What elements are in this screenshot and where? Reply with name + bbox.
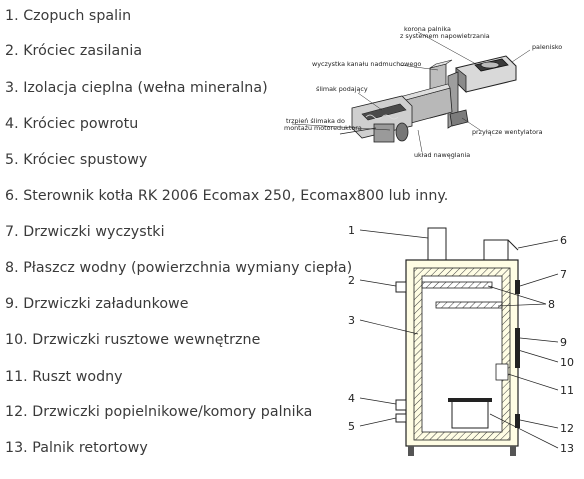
legend-item: 9. Drzwiczki załadunkowe xyxy=(5,296,189,312)
flue-outlet xyxy=(427,227,447,261)
burner-illustration: korona palnika z systemem napowietrzania… xyxy=(284,25,562,159)
callout-number: 13 xyxy=(560,442,574,455)
legend-item: 10. Drzwiczki rusztowe wewnętrzne xyxy=(5,332,261,348)
legend-item: 1. Czopuch spalin xyxy=(5,8,132,24)
callout-number: 7 xyxy=(560,268,567,281)
label-pin: trzpień ślimaka do xyxy=(286,117,345,125)
legend-item: 8. Płaszcz wodny (powierzchnia wymiany c… xyxy=(5,260,353,276)
cleanout-door xyxy=(515,280,520,294)
callout-number: 3 xyxy=(348,314,355,327)
return-nozzle xyxy=(395,399,407,411)
drain-nozzle xyxy=(395,413,407,423)
label-screw: ślimak podający xyxy=(316,85,368,93)
callout-number: 8 xyxy=(548,298,555,311)
legend-item: 6. Sterownik kotła RK 2006 Ecomax 250, E… xyxy=(5,188,449,204)
grate-door xyxy=(495,363,509,381)
callout-number: 9 xyxy=(560,336,567,349)
legend-item: 13. Palnik retortowy xyxy=(5,440,148,456)
label-crown-sub: z systemem napowietrzania xyxy=(400,32,490,40)
callout-number: 5 xyxy=(348,420,355,433)
retort-burner xyxy=(451,399,489,429)
callout-number: 1 xyxy=(348,224,355,237)
legend-item: 3. Izolacja cieplna (wełna mineralna) xyxy=(5,80,268,96)
callout-number: 10 xyxy=(560,356,574,369)
callout-number: 11 xyxy=(560,384,574,397)
boiler-section-diagram: 1 2 3 4 5 6 7 8 9 10 11 12 13 xyxy=(348,224,574,456)
callout-number: 2 xyxy=(348,274,355,287)
callout-number: 4 xyxy=(348,392,355,405)
callout-number: 6 xyxy=(560,234,567,247)
legend-item: 12. Drzwiczki popielnikowe/komory palnik… xyxy=(5,404,313,420)
callout-number: 12 xyxy=(560,422,574,435)
legend-item: 4. Króciec powrotu xyxy=(5,116,139,132)
legend-item: 7. Drzwiczki wyczystki xyxy=(5,224,165,240)
legend-item: 11. Ruszt wodny xyxy=(5,369,123,385)
water-jacket-plate xyxy=(421,281,493,289)
label-blow: układ nawęglania xyxy=(414,151,470,159)
label-cleanout: wyczystka kanału nadmuchowego xyxy=(312,60,421,68)
water-jacket-plate xyxy=(435,301,503,309)
label-hearth: palenisko xyxy=(532,43,562,51)
supply-nozzle xyxy=(395,281,407,293)
legend-item: 5. Króciec spustowy xyxy=(5,152,148,168)
legend-item: 2. Króciec zasilania xyxy=(5,43,143,59)
loading-door xyxy=(515,328,520,368)
label-pin-sub: montażu motoreduktora xyxy=(284,124,362,132)
ash-door xyxy=(515,414,520,428)
label-crown: korona palnika xyxy=(404,25,451,33)
label-fan: przyłącze wentylatora xyxy=(472,128,543,136)
controller-box xyxy=(483,239,509,261)
screw-end-cap xyxy=(373,123,395,143)
